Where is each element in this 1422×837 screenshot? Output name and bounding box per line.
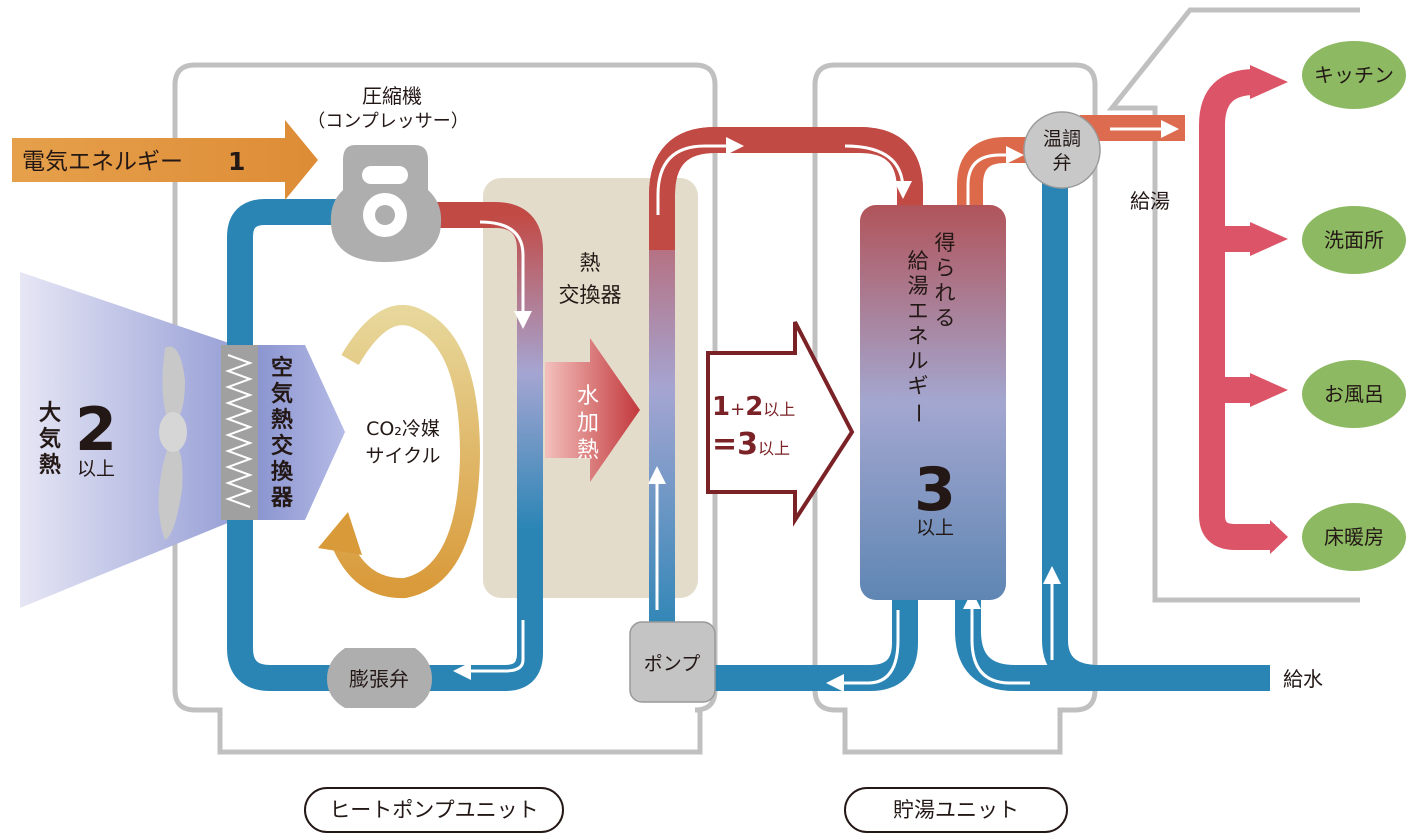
distribution-branches xyxy=(1212,65,1288,554)
water-heating-char: 加 xyxy=(577,411,599,436)
flow-arrow xyxy=(966,146,1024,205)
destination-label: 床暖房 xyxy=(1324,525,1384,549)
air-heat-char: 熱 xyxy=(39,452,61,478)
electric-energy-value: 1 xyxy=(228,147,245,176)
refrigerant-cycle-arrowhead xyxy=(318,512,362,555)
water-hot-top-pipe xyxy=(649,127,923,250)
hot-water-energy-col-1: 給 湯 エ ネ ル ギ ー xyxy=(906,249,930,424)
hot-water-energy-char: エ xyxy=(908,299,929,323)
air-heat-value: 2 xyxy=(75,395,117,465)
hot-water-energy-char: れ xyxy=(935,281,956,305)
equation-suffix-1: 以上 xyxy=(763,400,795,419)
air-heat-char: 大 xyxy=(39,401,61,426)
equation-term-a: 1 xyxy=(712,392,730,422)
flow-arrow xyxy=(826,610,900,692)
temp-valve-label-1: 温調 xyxy=(1043,128,1081,150)
refrigerant-label-1: CO₂冷媒 xyxy=(366,418,440,440)
water-heating-char: 熱 xyxy=(577,438,599,463)
heat-exchanger-label-1: 熱 xyxy=(580,251,601,275)
refrigerant-cycle-arrow xyxy=(330,305,481,599)
hot-water-energy-char: る xyxy=(935,306,956,330)
water-supply-pipe xyxy=(955,590,1270,691)
compressor-slot-icon xyxy=(362,166,408,184)
equation-line-1: 1+2以上 xyxy=(712,392,795,422)
hot-water-energy-suffix: 以上 xyxy=(916,517,954,539)
refrigerant-hot-pipe xyxy=(420,202,543,530)
compressor-rotor-center xyxy=(375,205,395,225)
expansion-valve xyxy=(327,648,432,708)
air-heat-cone xyxy=(20,272,235,608)
storage-tank xyxy=(860,205,1006,600)
hot-water-energy-char: 給 xyxy=(908,249,929,273)
refrigerant-return-pipe xyxy=(425,520,543,691)
electric-energy-label: 電気エネルギー xyxy=(22,149,183,175)
hot-water-energy-char: ら xyxy=(935,256,956,280)
destination-kitchen: キッチン xyxy=(1302,41,1406,109)
destination-label: 洗面所 xyxy=(1324,228,1384,252)
distribution-pipe xyxy=(1199,69,1275,550)
flow-arrow xyxy=(453,620,525,680)
house-outline xyxy=(1106,7,1360,603)
hot-water-energy-char: ル xyxy=(908,349,929,373)
hot-water-energy-char: 得 xyxy=(935,231,956,255)
equation-plus: + xyxy=(730,399,745,420)
heat-pump-unit-pill xyxy=(304,787,564,833)
hot-water-energy-char: ネ xyxy=(908,324,929,348)
equation-line-2: =3以上 xyxy=(712,427,790,462)
hot-water-energy-char: ギ xyxy=(908,374,929,398)
hot-water-energy-char: 湯 xyxy=(908,274,929,298)
flow-arrow xyxy=(656,137,744,215)
flow-arrow xyxy=(844,144,912,199)
hot-water-energy-col-2: 得 ら れ る xyxy=(935,231,956,330)
heat-pump-unit-label: ヒートポンプユニット xyxy=(329,798,538,822)
water-heating-label: 水 加 熱 xyxy=(577,384,599,463)
water-supply-label: 給水 xyxy=(1283,667,1323,691)
expansion-valve-label: 膨張弁 xyxy=(349,667,409,691)
destination-floor-heating: 床暖房 xyxy=(1302,503,1406,571)
water-heating-arrow xyxy=(545,338,640,482)
pump-label: ポンプ xyxy=(644,653,700,675)
heat-exchanger-label-2: 交換器 xyxy=(559,283,622,307)
flow-arrow xyxy=(963,591,1030,685)
destination-label: お風呂 xyxy=(1324,382,1384,406)
storage-unit-label: 貯湯ユニット xyxy=(893,798,1019,822)
air-heat-arrow xyxy=(258,345,345,520)
air-heat-exchanger-label: 空 気 熱 交 換 器 xyxy=(270,355,294,511)
water-supply-bypass-pipe xyxy=(1042,170,1101,691)
flow-arrow xyxy=(479,220,532,329)
equation-suffix-2: 以上 xyxy=(758,439,790,458)
refrigerant-label-2: サイクル xyxy=(365,445,440,467)
air-heat-exchanger-coil xyxy=(225,354,253,508)
destination-washroom: 洗面所 xyxy=(1302,206,1406,274)
air-heat-exchanger-char: 気 xyxy=(271,381,293,407)
storage-unit-pill xyxy=(844,787,1068,833)
compressor-sublabel: （コンプレッサー） xyxy=(307,111,468,132)
air-heat-suffix: 以上 xyxy=(77,458,115,480)
air-heat-exchanger-char: 器 xyxy=(270,486,294,511)
water-heating-char: 水 xyxy=(577,384,599,409)
hot-water-energy-char: ー xyxy=(906,403,930,424)
water-return-pipe xyxy=(705,590,918,691)
destination-label: キッチン xyxy=(1314,63,1394,87)
destination-bath: お風呂 xyxy=(1302,360,1406,428)
air-heat-label: 大 気 熱 xyxy=(39,401,61,478)
hot-water-energy-value: 3 xyxy=(914,455,956,525)
air-heat-exchanger-char: 熱 xyxy=(271,407,293,433)
compressor-label: 圧縮機 xyxy=(362,84,422,108)
equation-result: =3 xyxy=(712,427,758,462)
fan-icon xyxy=(158,346,187,540)
air-heat-exchanger-char: 換 xyxy=(271,459,294,485)
temp-valve-label-2: 弁 xyxy=(1052,152,1071,174)
pump xyxy=(629,621,716,703)
air-heat-exchanger-char: 空 xyxy=(271,355,293,381)
electric-energy-arrow xyxy=(12,120,318,200)
air-heat-char: 気 xyxy=(39,426,61,452)
hot-supply-label: 給湯 xyxy=(1130,189,1170,213)
air-heat-exchanger-char: 交 xyxy=(271,433,293,459)
equation-term-b: 2 xyxy=(745,392,763,422)
temp-control-valve xyxy=(1023,111,1101,189)
equation-arrow xyxy=(706,321,855,527)
storage-unit-outline xyxy=(812,62,1098,755)
